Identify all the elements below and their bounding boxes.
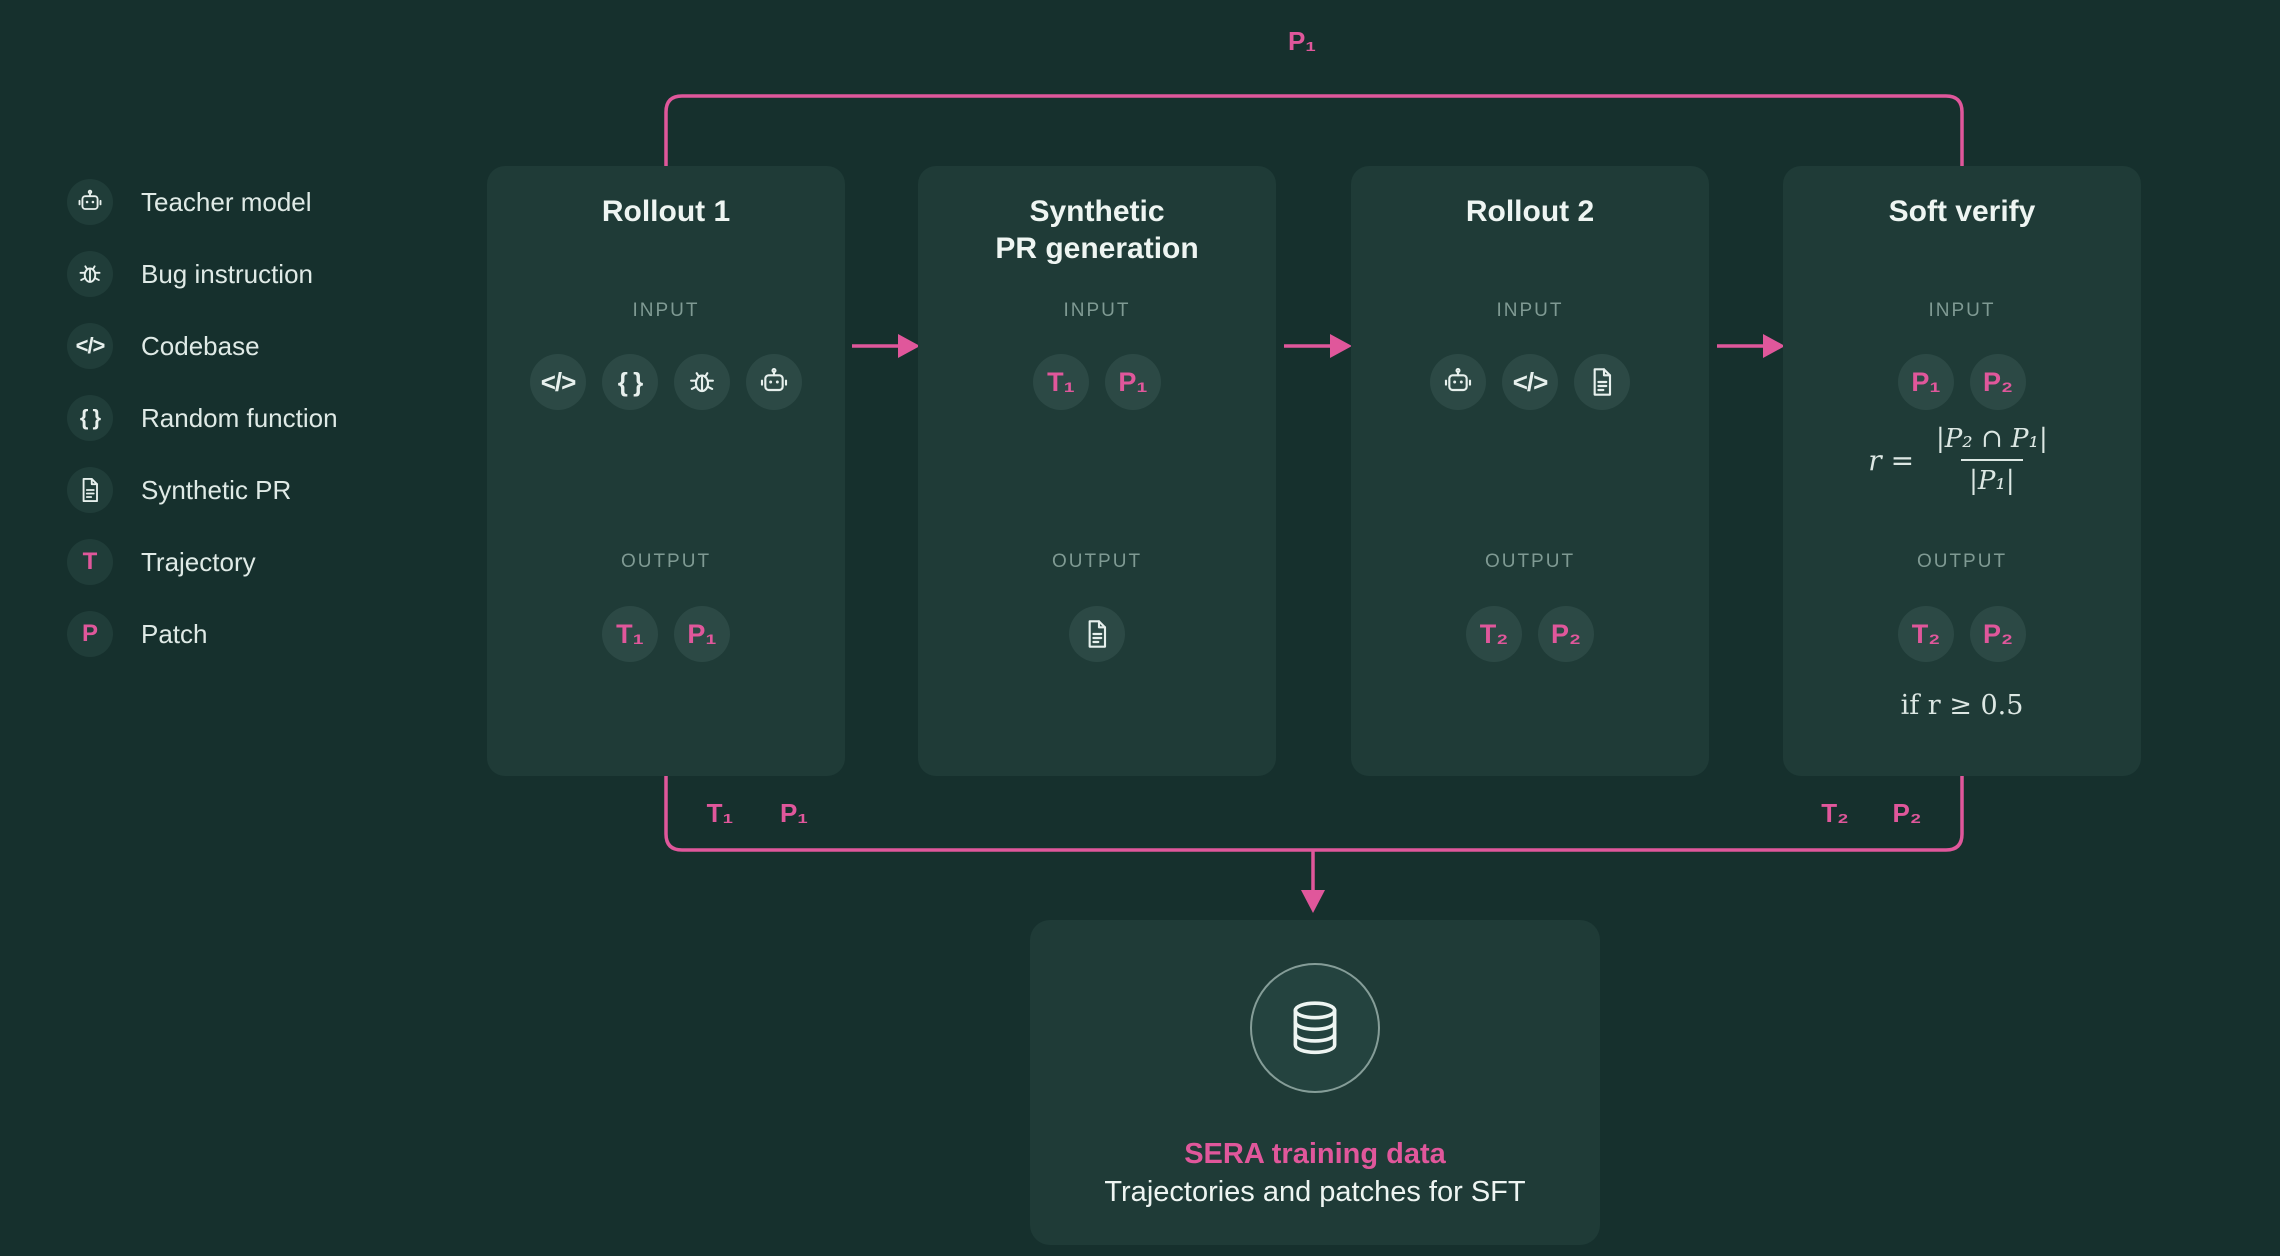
legend-label: Codebase [141,330,260,361]
patch-badge: P₂ [1970,606,2026,662]
panel-title: Synthetic PR generation [995,195,1199,265]
panel-soft-verify: Soft verify INPUT P₁ P₂ r = |P₂ ∩ P₁| |P… [1783,166,2141,776]
arrowhead-2 [1330,334,1352,358]
flow-label-p1-bottom: P₁ [779,798,809,828]
robot-icon [1430,354,1486,410]
legend-item-trajectory: T Trajectory [67,539,338,585]
input-label: INPUT [632,300,700,321]
formula-numerator: |P₂ ∩ P₁| [1936,424,2048,454]
code-icon: </> [530,354,586,410]
legend-item-synthetic-pr: Synthetic PR [67,467,338,513]
braces-glyph: { } [617,366,643,397]
output-label: OUTPUT [620,551,712,572]
input-row: </> { } [487,354,845,410]
braces-icon: { } [67,395,113,441]
legend: Teacher model Bug instruction </> Codeba… [67,179,338,657]
patch-badge: P₁ [1898,354,1954,410]
document-icon [1069,606,1125,662]
top-bracket-line [664,94,1964,172]
code-icon: </> [67,323,113,369]
bug-icon [67,251,113,297]
patch-badge: P₁ [1105,354,1161,410]
output-row [918,606,1276,662]
legend-label: Random function [141,402,338,433]
legend-label: Synthetic PR [141,474,292,505]
formula-denominator: |P₁| [1961,459,2023,496]
input-row: </> [1351,354,1709,410]
legend-label: Teacher model [141,186,312,217]
panel-title: Rollout 2 [1465,195,1595,228]
patch-badge: P₁ [674,606,730,662]
panel-title: Rollout 1 [601,195,731,228]
formula-fraction: |P₂ ∩ P₁| |P₁| [1928,424,2056,496]
trajectory-badge: T₁ [602,606,658,662]
output-label: OUTPUT [1916,551,2008,572]
flow-label-t2-bottom: T₂ [1821,798,1849,828]
document-icon [1574,354,1630,410]
patch-badge: P [67,611,113,657]
panel-synthetic-pr-generation: Synthetic PR generation INPUT T₁ P₁ OUTP… [918,166,1276,776]
legend-label: Bug instruction [141,258,313,289]
input-row: P₁ P₂ [1783,354,2141,410]
bottom-bracket-line [664,770,1964,852]
code-glyph: </> [75,333,106,358]
input-row: T₁ P₁ [918,354,1276,410]
result-subtitle: Trajectories and patches for SFT [1104,1176,1526,1208]
patch-badge: P₂ [1970,354,2026,410]
trajectory-badge: T₁ [1033,354,1089,410]
code-glyph: </> [1512,366,1549,397]
output-row: T₂ P₂ [1783,606,2141,662]
arrowhead-1 [898,334,920,358]
output-row: T₁ P₁ [487,606,845,662]
result-title: SERA training data [1184,1138,1446,1170]
arrowhead-down [1301,890,1325,913]
panel-title: Soft verify [1888,195,2036,228]
trajectory-badge: T₂ [1466,606,1522,662]
flow-label-p2-bottom: P₂ [1892,798,1922,828]
arrowhead-3 [1763,334,1785,358]
code-icon: </> [1502,354,1558,410]
legend-item-codebase: </> Codebase [67,323,338,369]
trajectory-badge: T₂ [1898,606,1954,662]
input-label: INPUT [1063,300,1131,321]
output-label: OUTPUT [1484,551,1576,572]
result-card: SERA training data Trajectories and patc… [1030,920,1600,1245]
input-label: INPUT [1496,300,1564,321]
legend-label: Trajectory [141,546,256,577]
legend-item-random-function: { } Random function [67,395,338,441]
panel-rollout-2: Rollout 2 INPUT </> OUTPUT T₂ [1351,166,1709,776]
robot-icon [67,179,113,225]
bug-icon [674,354,730,410]
flow-label-t1-bottom: T₁ [706,798,734,828]
output-label: OUTPUT [1051,551,1143,572]
legend-item-teacher-model: Teacher model [67,179,338,225]
output-row: T₂ P₂ [1351,606,1709,662]
legend-item-patch: P Patch [67,611,338,657]
patch-badge: P₂ [1538,606,1594,662]
input-label: INPUT [1928,300,1996,321]
soft-verify-formula: r = |P₂ ∩ P₁| |P₁| [1783,424,2141,496]
robot-icon [746,354,802,410]
braces-glyph: { } [79,405,101,430]
soft-verify-condition: if r ≥ 0.5 [1900,690,2024,721]
database-icon [1250,963,1380,1093]
formula-lhs: r = [1868,443,1915,477]
braces-icon: { } [602,354,658,410]
legend-label: Patch [141,618,208,649]
trajectory-badge: T [67,539,113,585]
document-icon [67,467,113,513]
flow-label-p1-top: P₁ [1287,26,1317,56]
legend-item-bug-instruction: Bug instruction [67,251,338,297]
panel-rollout-1: Rollout 1 INPUT </> { } OUTPU [487,166,845,776]
code-glyph: </> [540,366,577,397]
